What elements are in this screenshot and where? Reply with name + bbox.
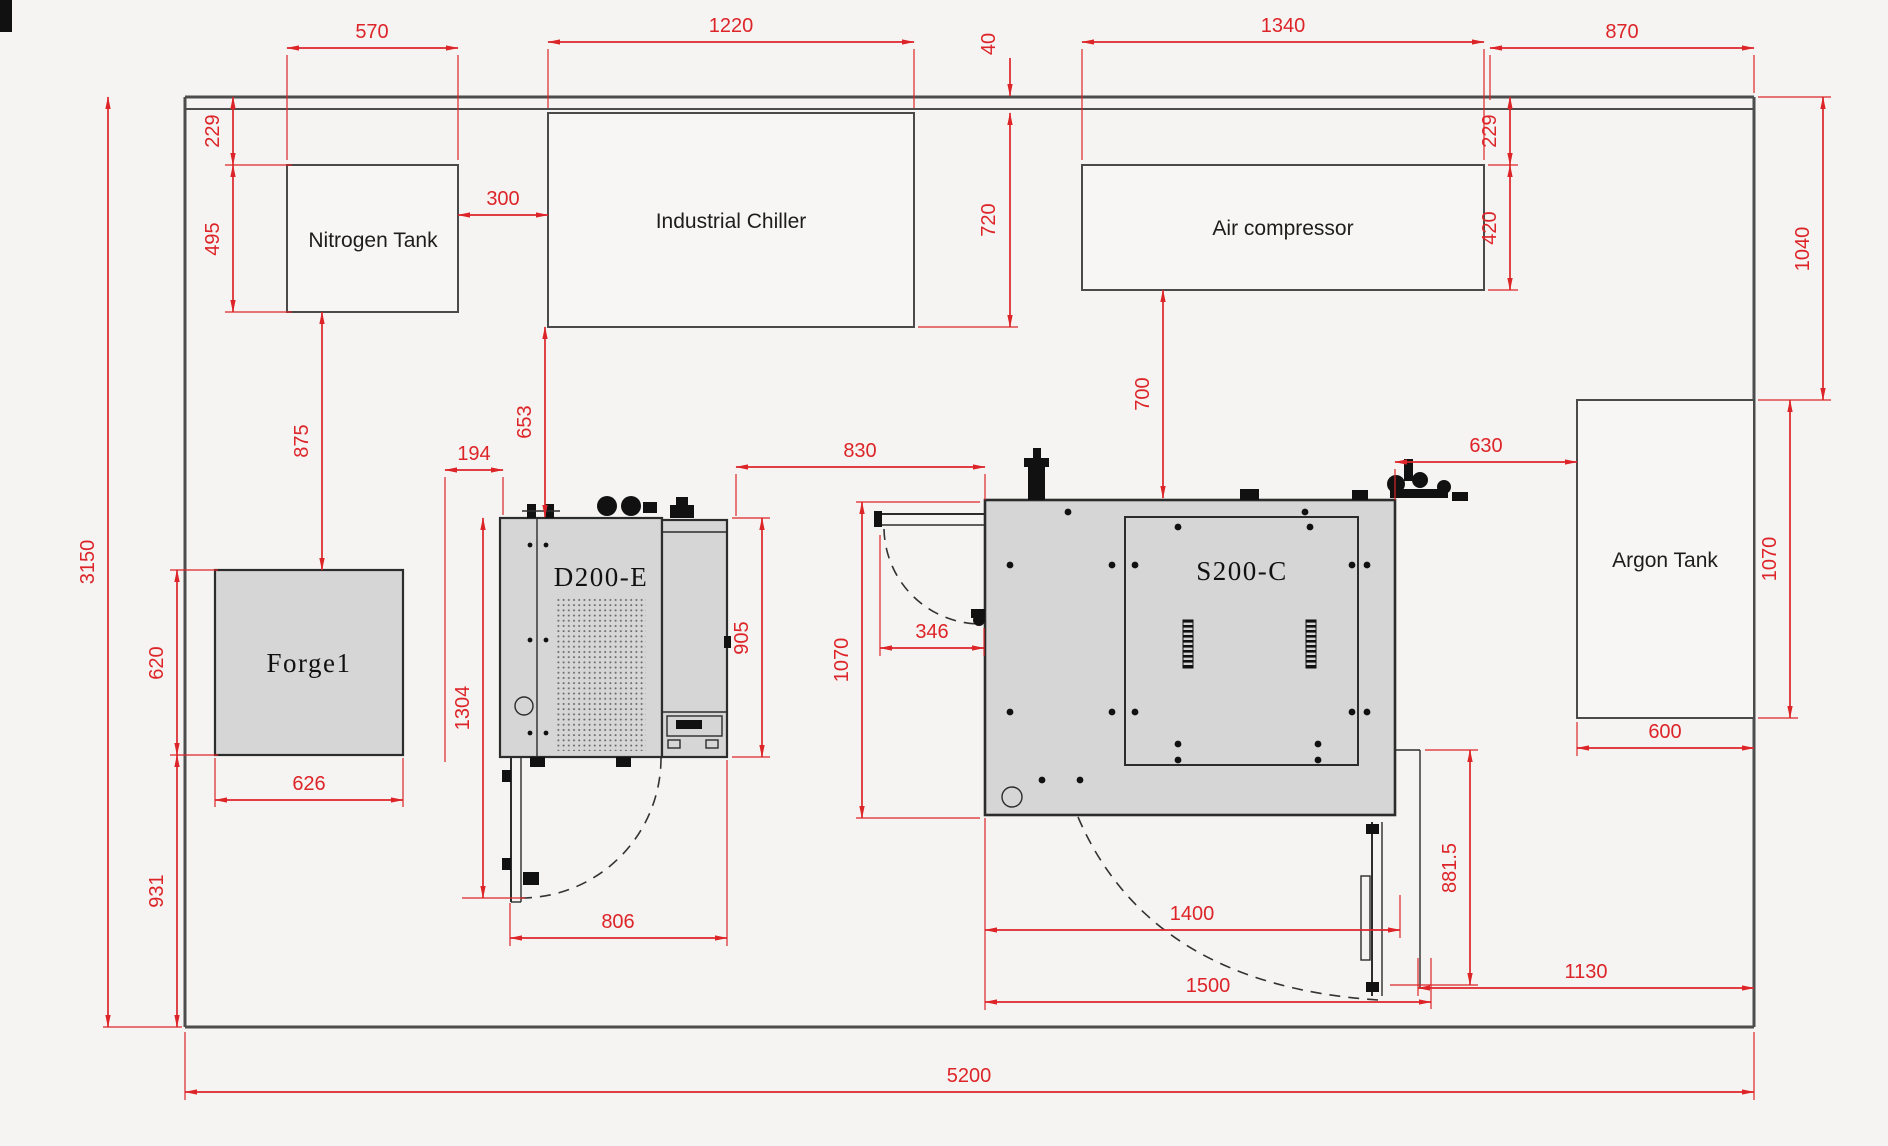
svg-text:806: 806 bbox=[601, 911, 634, 933]
svg-text:1070: 1070 bbox=[831, 638, 853, 683]
dim-nitrogen-width: 570 bbox=[286, 21, 459, 160]
dim-compressor-to-s200: 700 bbox=[1132, 289, 1166, 499]
svg-text:1400: 1400 bbox=[1170, 903, 1215, 925]
s200c-machine: S200-C bbox=[874, 448, 1468, 1001]
dim-s200-door-height: 881.5 bbox=[1390, 749, 1478, 986]
s200c-slot-right bbox=[1305, 619, 1317, 669]
dim-forge-height: 620 bbox=[146, 569, 218, 756]
d200e-screws bbox=[527, 542, 549, 736]
svg-text:700: 700 bbox=[1132, 377, 1154, 410]
dim-compressor-width: 1340 bbox=[1081, 15, 1485, 160]
air-compressor-label: Air compressor bbox=[1212, 217, 1353, 240]
dim-room-width: 5200 bbox=[184, 1032, 1755, 1100]
d200e-top-fittings bbox=[522, 496, 694, 518]
s200c-left-door bbox=[874, 511, 985, 626]
s200c-left-door-swing-arc bbox=[883, 528, 982, 625]
svg-text:830: 830 bbox=[843, 440, 876, 462]
svg-text:931: 931 bbox=[146, 874, 168, 907]
dim-chiller-offset: 40 bbox=[978, 33, 1013, 97]
dim-d200-width: 806 bbox=[509, 760, 728, 946]
dim-s200-to-argon: 630 bbox=[1394, 435, 1578, 500]
svg-text:40: 40 bbox=[978, 33, 1000, 55]
room-walls bbox=[183, 95, 1756, 1029]
dim-chiller-height: 720 bbox=[918, 112, 1018, 328]
dim-door-to-wall: 1130 bbox=[1417, 958, 1755, 996]
svg-text:1040: 1040 bbox=[1792, 227, 1814, 272]
svg-text:626: 626 bbox=[292, 773, 325, 795]
dim-compressor-right-gap: 870 bbox=[1489, 21, 1755, 100]
svg-text:194: 194 bbox=[457, 443, 490, 465]
svg-text:1340: 1340 bbox=[1261, 15, 1306, 37]
dim-d200-total-height: 1304 bbox=[452, 517, 525, 899]
dim-forge-width: 626 bbox=[214, 758, 404, 807]
dim-nitrogen-height: 495 bbox=[202, 164, 292, 313]
dim-d200-to-s200: 830 bbox=[735, 440, 986, 516]
svg-text:1500: 1500 bbox=[1186, 975, 1231, 997]
d200e-machine: D200-E bbox=[498, 496, 731, 903]
svg-text:495: 495 bbox=[202, 222, 224, 255]
svg-text:620: 620 bbox=[146, 646, 168, 679]
svg-text:630: 630 bbox=[1469, 435, 1502, 457]
svg-text:229: 229 bbox=[202, 114, 224, 147]
s200c-screws bbox=[1006, 508, 1371, 784]
d200e-door-swing-arc bbox=[520, 757, 662, 899]
d200e-vent-grille bbox=[556, 596, 646, 751]
s200c-slot-left bbox=[1182, 619, 1194, 669]
svg-text:881.5: 881.5 bbox=[1439, 843, 1461, 893]
dim-wall-to-compressor: 229 bbox=[1479, 96, 1518, 166]
dim-forge-gap: 194 bbox=[444, 443, 504, 762]
air-compressor: Air compressor bbox=[1081, 164, 1485, 291]
dim-s200-door-width: 346 bbox=[879, 535, 985, 656]
svg-text:1070: 1070 bbox=[1759, 537, 1781, 582]
dim-chiller-width: 1220 bbox=[547, 15, 915, 108]
d200e-door bbox=[502, 757, 662, 903]
industrial-chiller-label: Industrial Chiller bbox=[656, 210, 807, 233]
dim-wall-to-nitrogen: 229 bbox=[202, 96, 292, 166]
forge-label: Forge1 bbox=[266, 648, 351, 678]
dim-chiller-to-d200: 653 bbox=[514, 326, 548, 518]
dim-room-height: 3150 bbox=[77, 96, 182, 1028]
s200c-top-fittings bbox=[1024, 448, 1468, 501]
svg-text:600: 600 bbox=[1648, 721, 1681, 743]
svg-text:1130: 1130 bbox=[1564, 961, 1607, 983]
dim-forge-to-wall: 931 bbox=[146, 754, 180, 1028]
nitrogen-tank: Nitrogen Tank bbox=[286, 164, 459, 313]
nitrogen-tank-label: Nitrogen Tank bbox=[308, 229, 438, 252]
svg-text:875: 875 bbox=[291, 424, 313, 457]
argon-tank: Argon Tank bbox=[1576, 399, 1755, 719]
dim-compressor-height: 420 bbox=[1479, 164, 1518, 291]
svg-text:229: 229 bbox=[1479, 114, 1501, 147]
svg-text:653: 653 bbox=[514, 405, 536, 438]
svg-text:570: 570 bbox=[355, 21, 388, 43]
svg-text:870: 870 bbox=[1605, 21, 1638, 43]
d200e-label: D200-E bbox=[554, 562, 648, 592]
svg-text:1304: 1304 bbox=[452, 686, 474, 731]
dim-s200-width: 1400 bbox=[984, 818, 1401, 1010]
industrial-chiller: Industrial Chiller bbox=[547, 112, 915, 328]
svg-text:420: 420 bbox=[1479, 211, 1501, 244]
svg-text:905: 905 bbox=[731, 621, 753, 654]
svg-text:720: 720 bbox=[978, 203, 1000, 236]
forge-machine: Forge1 bbox=[213, 568, 405, 757]
dim-s200-total-width: 1500 bbox=[984, 958, 1432, 1009]
svg-text:3150: 3150 bbox=[77, 540, 99, 585]
svg-text:1220: 1220 bbox=[709, 15, 754, 37]
svg-text:5200: 5200 bbox=[947, 1065, 992, 1087]
dim-argon-width: 600 bbox=[1576, 721, 1755, 756]
dim-s200-left-height: 1070 bbox=[831, 501, 980, 819]
dim-d200-right-height: 905 bbox=[731, 517, 770, 758]
scan-artifact bbox=[0, 0, 12, 32]
s200c-bottom-door bbox=[1077, 749, 1421, 1001]
argon-tank-label: Argon Tank bbox=[1612, 549, 1718, 572]
s200c-label: S200-C bbox=[1196, 556, 1288, 586]
dim-nitrogen-to-forge: 875 bbox=[291, 311, 325, 571]
svg-text:346: 346 bbox=[915, 621, 948, 643]
dim-wall-to-argon: 1040 bbox=[1758, 96, 1831, 401]
s200c-bottom-door-swing-arc bbox=[1077, 816, 1379, 1001]
dim-nitrogen-to-chiller: 300 bbox=[457, 188, 549, 218]
dim-argon-height: 1070 bbox=[1758, 399, 1798, 719]
svg-text:300: 300 bbox=[486, 188, 519, 210]
